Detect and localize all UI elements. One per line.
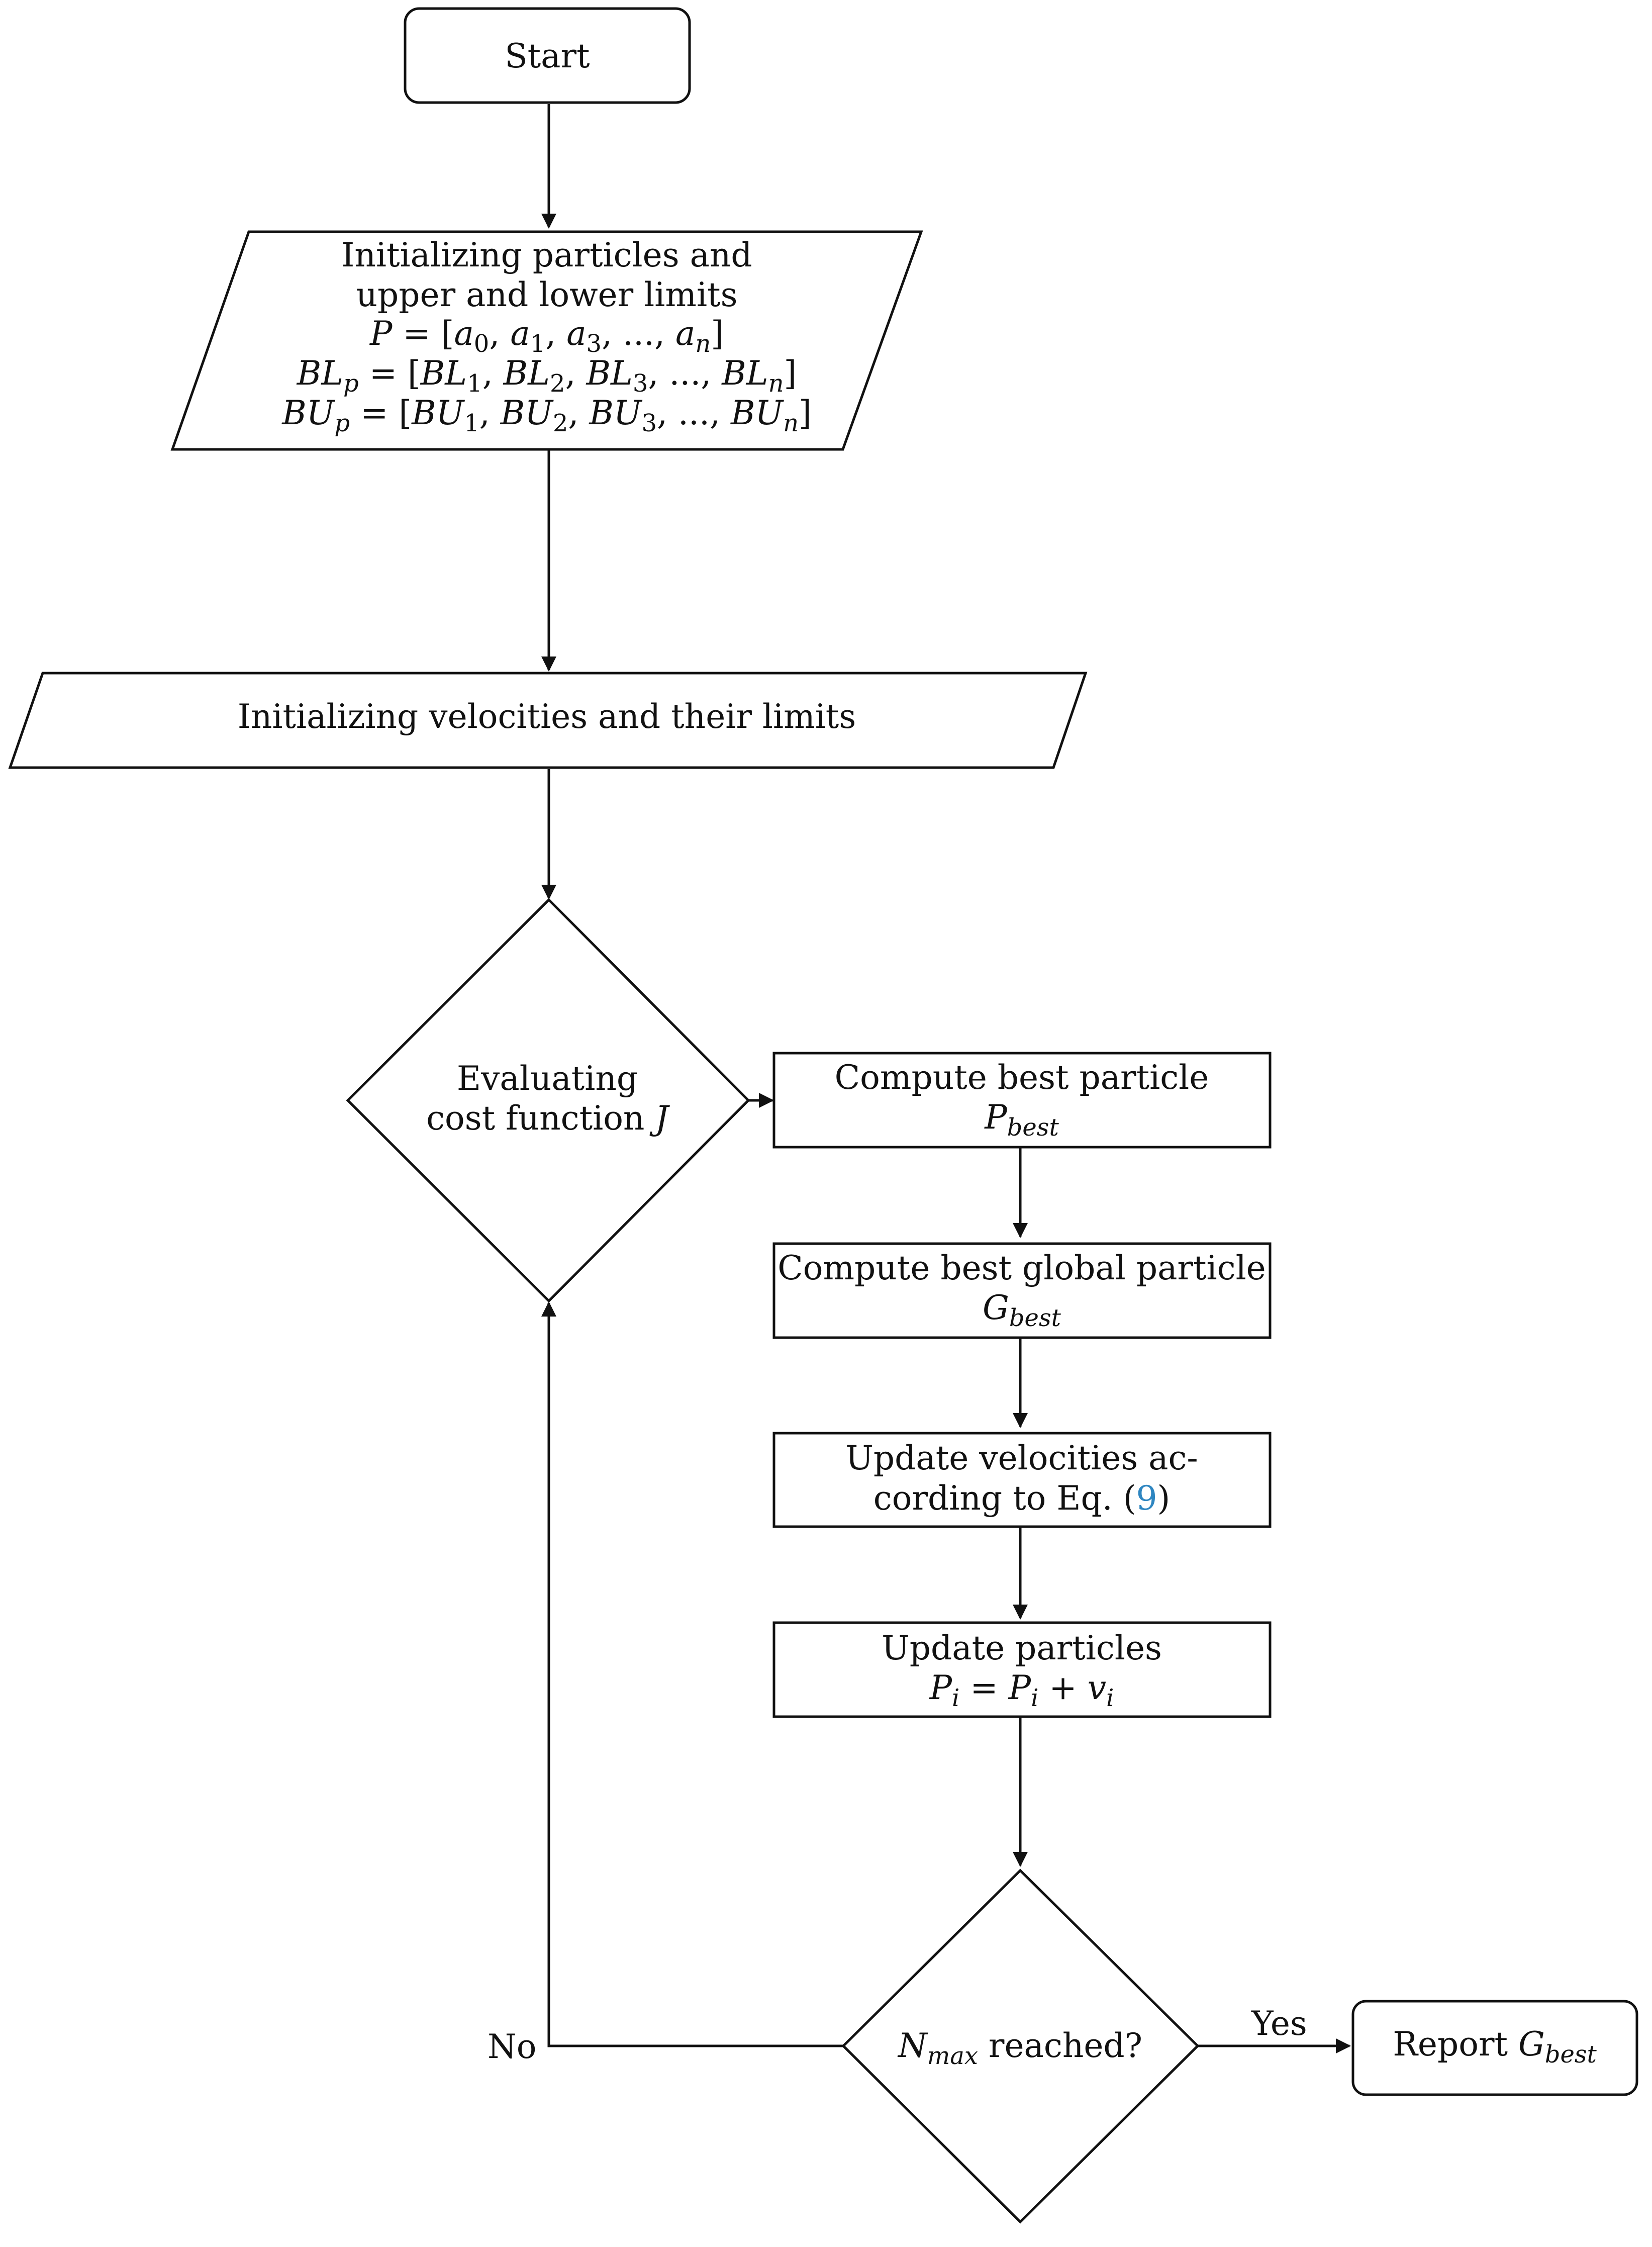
gbest-node: Compute best global particle Gbest: [772, 1242, 1272, 1339]
update-velocities-line1: Update velocities ac-: [845, 1439, 1198, 1477]
update-particles-node: Update particles Pi = Pi + vi: [772, 1621, 1272, 1718]
init-particles-node: Initializing particles and upper and low…: [170, 230, 923, 451]
edge-label-no: No: [488, 2027, 537, 2066]
init-velocities-node: Initializing velocities and their limits: [8, 672, 1088, 769]
update-velocities-line2: cording to Eq. (9): [873, 1479, 1170, 1518]
pbest-node: Compute best particle Pbest: [772, 1052, 1272, 1149]
update-particles-line1: Update particles: [882, 1629, 1162, 1667]
report-node: Report Gbest: [1351, 2000, 1638, 2096]
decision-node: Nmax reached?: [841, 1868, 1200, 2224]
init-velocities-label: Initializing velocities and their limits: [238, 697, 856, 736]
evaluate-node: Evaluating cost function J: [346, 898, 750, 1303]
update-particles-equation: Pi = Pi + vi: [929, 1668, 1114, 1712]
report-label: Report Gbest: [1393, 2025, 1597, 2069]
edges: [541, 104, 1351, 2053]
start-node: Start: [404, 7, 691, 104]
update-velocities-node: Update velocities ac- cording to Eq. (9): [772, 1432, 1272, 1528]
init-particles-line2: upper and lower limits: [356, 275, 738, 314]
pbest-line1: Compute best particle: [835, 1058, 1209, 1097]
pbest-variable: Pbest: [984, 1098, 1059, 1142]
start-label: Start: [505, 37, 590, 75]
equation-reference-link[interactable]: 9: [1136, 1479, 1157, 1518]
edge-decision-no-loop: [541, 1301, 843, 2047]
equation-p: P = [a0, a1, a3, ..., an]: [369, 314, 724, 358]
evaluate-line1: Evaluating: [457, 1059, 638, 1098]
evaluate-line2: cost function J: [426, 1099, 670, 1138]
init-particles-line1: Initializing particles and: [341, 236, 752, 274]
decision-label: Nmax reached?: [897, 2026, 1142, 2070]
edge-label-yes: Yes: [1251, 2004, 1307, 2043]
gbest-variable: Gbest: [983, 1288, 1061, 1332]
equation-bup: BUp = [BU1, BU2, BU3, ..., BUn]: [281, 394, 811, 437]
equation-blp: BLp = [BL1, BL2, BL3, ..., BLn]: [297, 354, 797, 398]
gbest-line1: Compute best global particle: [778, 1249, 1266, 1287]
